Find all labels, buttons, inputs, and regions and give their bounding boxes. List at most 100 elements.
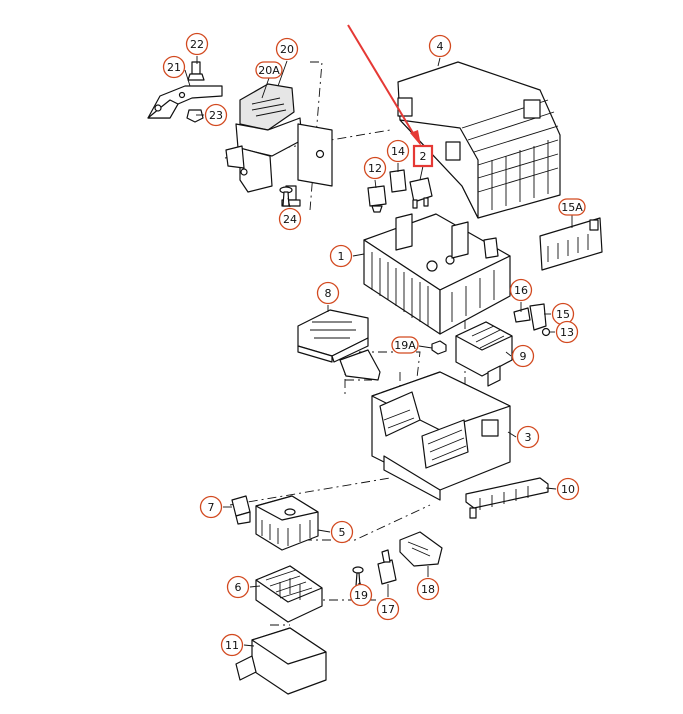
callout-label: 24: [283, 213, 297, 226]
callout-13: 13: [550, 320, 579, 344]
callout-leader: [437, 57, 441, 67]
callout-leader: [287, 197, 291, 208]
callout-label: 12: [368, 162, 382, 175]
callout-marker: [511, 344, 535, 368]
callout-11: 11: [220, 633, 255, 657]
callout-marker: [556, 477, 580, 501]
holder-3: [371, 371, 511, 501]
callout-19: 19: [349, 582, 373, 607]
fuse-box-base-1: [363, 213, 511, 335]
callout-label: 11: [225, 639, 239, 652]
callout-leader: [243, 644, 255, 647]
callout-5: 5: [317, 520, 354, 544]
callout-12: 12: [363, 156, 387, 189]
callout-4: 4: [428, 34, 452, 67]
screw-24: [279, 186, 293, 207]
callout-19a: 19A: [391, 336, 433, 354]
callout-label: 4: [437, 40, 444, 53]
callout-label: 6: [235, 581, 242, 594]
fuse-block-6: [255, 565, 323, 623]
callout-marker: [329, 244, 353, 268]
callout-label: 17: [381, 603, 395, 616]
callout-7: 7: [199, 495, 232, 519]
callout-20a: 20A: [255, 61, 283, 99]
callout-marker: [330, 520, 354, 544]
callout-24: 24: [278, 197, 302, 231]
callout-23: 23: [196, 103, 228, 127]
callout-15: 15: [544, 302, 575, 326]
fuses-relays: [367, 169, 433, 213]
callout-label: 15: [556, 308, 570, 321]
callout-3: 3: [507, 425, 540, 449]
callout-18: 18: [416, 566, 440, 601]
callout-marker: [316, 281, 340, 305]
callout-label: 21: [167, 61, 181, 74]
callout-label: 18: [421, 583, 435, 596]
bracket-18: [399, 531, 443, 567]
callout-leader: [184, 69, 191, 87]
callout-marker: [275, 37, 299, 61]
callout-15a: 15A: [558, 198, 586, 228]
callout-marker: [226, 575, 250, 599]
tray-11: [235, 627, 327, 695]
module-5: [255, 495, 319, 551]
callout-label: 2: [420, 150, 427, 163]
callout-leader: [374, 179, 377, 189]
callout-marker: [255, 61, 283, 79]
clip-17: [377, 549, 397, 585]
callout-leader: [419, 165, 424, 181]
callout-leader: [317, 529, 331, 533]
callout-label: 13: [560, 326, 574, 339]
callout-marker: [509, 278, 533, 302]
callout-marker: [162, 55, 186, 79]
callout-label: 8: [325, 287, 332, 300]
callout-label: 5: [339, 526, 346, 539]
callout-9: 9: [505, 344, 535, 368]
callout-marker: [199, 495, 223, 519]
callout-marker: [428, 34, 452, 58]
callout-label: 19A: [394, 339, 416, 352]
relay-carrier-20: [225, 83, 333, 207]
callout-marker: [349, 583, 373, 607]
module-9: [455, 321, 513, 387]
callout-marker: [516, 425, 540, 449]
callout-14: 14: [386, 139, 410, 172]
callout-17: 17: [376, 584, 400, 621]
callout-leader: [505, 351, 512, 357]
callout-leader: [261, 77, 270, 99]
callout-leader: [277, 60, 288, 87]
callout-22: 22: [185, 32, 209, 64]
callout-marker: [416, 577, 440, 601]
callout-leader: [507, 431, 517, 438]
callout-leader: [545, 487, 557, 490]
callout-label: 19: [354, 589, 368, 602]
callout-leader: [357, 582, 362, 585]
callout-marker: [363, 156, 387, 180]
highlight-arrow: [347, 24, 421, 146]
callout-marker: [185, 32, 209, 56]
callout-6: 6: [226, 575, 261, 599]
callout-label: 23: [209, 109, 223, 122]
callout-leader: [418, 345, 433, 349]
bracket-21: [147, 61, 223, 123]
callout-marker: [376, 597, 400, 621]
callout-marker: [386, 139, 410, 163]
callout-marker: [204, 103, 228, 127]
callout-leader: [249, 585, 261, 588]
screw-19: [352, 566, 364, 587]
callout-label: 1: [338, 250, 345, 263]
callout-label: 14: [391, 145, 405, 158]
callout-2: 2: [412, 144, 434, 181]
callout-label: 7: [208, 501, 215, 514]
callout-16: 16: [509, 278, 533, 312]
callout-marker: [558, 198, 586, 216]
cover-4: [397, 61, 561, 219]
callout-21: 21: [162, 55, 191, 87]
callout-marker: [220, 633, 244, 657]
module-8: [297, 309, 381, 381]
callout-marker: [278, 207, 302, 231]
callout-leader: [352, 253, 365, 257]
